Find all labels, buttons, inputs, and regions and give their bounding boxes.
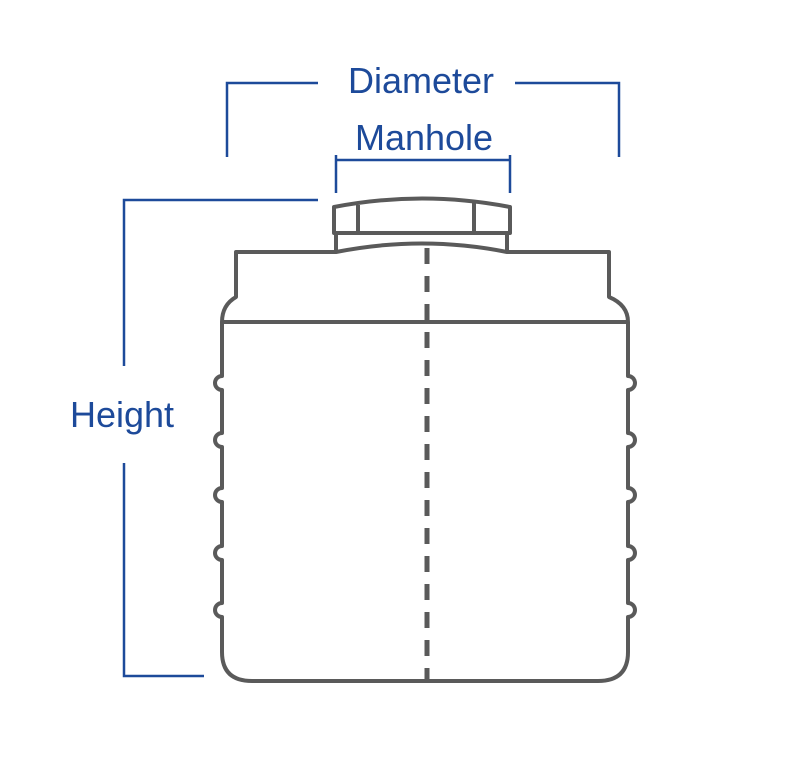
- manhole-cap: [332, 196, 512, 252]
- manhole-bracket: [334, 155, 512, 193]
- tank-body: [213, 241, 637, 683]
- diameter-bracket: [225, 81, 621, 157]
- manhole-label: Manhole: [355, 117, 493, 158]
- diameter-label: Diameter: [348, 60, 494, 101]
- height-label: Height: [70, 394, 174, 435]
- height-bracket: [122, 198, 318, 678]
